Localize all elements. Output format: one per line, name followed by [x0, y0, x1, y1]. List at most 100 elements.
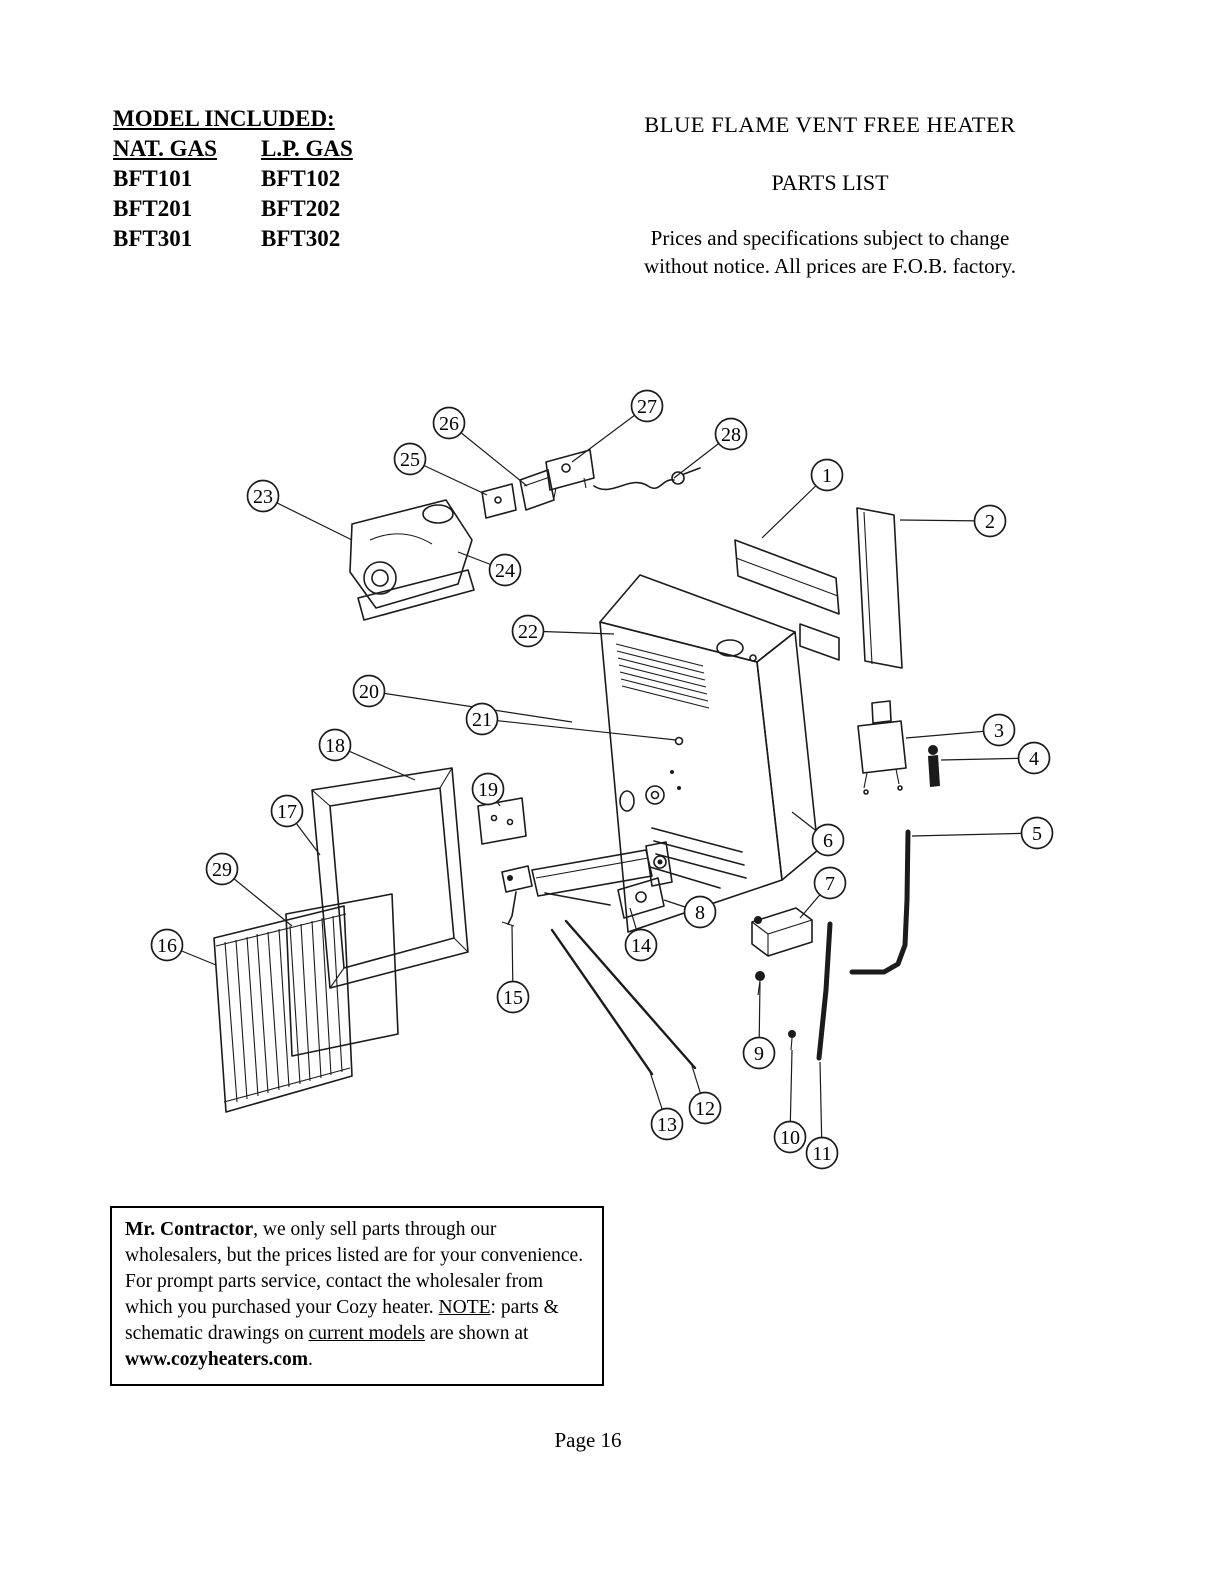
callout-leader-27 — [571, 405, 648, 463]
model-row: BFT301 BFT302 — [113, 224, 353, 254]
part-bracket-mid — [519, 469, 555, 511]
svg-text:26: 26 — [439, 413, 459, 435]
svg-text:12: 12 — [695, 1098, 715, 1120]
callout-leader-12 — [691, 1065, 706, 1109]
callout-18: 18 — [318, 728, 352, 762]
model-nat: BFT201 — [113, 196, 193, 221]
callout-leader-6 — [791, 811, 829, 841]
svg-text:5: 5 — [1032, 823, 1042, 845]
svg-text:17: 17 — [277, 801, 297, 823]
contractor-current-models: current models — [308, 1323, 425, 1344]
part-front-grill — [213, 905, 353, 1113]
callout-8: 8 — [683, 895, 717, 929]
part-rear-panel — [734, 539, 840, 661]
part-small-plate — [477, 797, 527, 845]
callout-leader-20 — [368, 690, 573, 723]
callout-21: 21 — [465, 702, 499, 736]
svg-text:16: 16 — [157, 935, 177, 957]
part-rod-short — [550, 928, 654, 1076]
part-valve-bracket — [751, 907, 813, 957]
svg-text:7: 7 — [825, 873, 835, 895]
part-screw — [674, 736, 684, 746]
model-row: BFT201 BFT202 — [113, 194, 353, 224]
contractor-box: Mr. Contractor, we only sell parts throu… — [110, 1206, 604, 1386]
callout-leader-5 — [911, 832, 1038, 837]
contractor-segment: are shown at — [425, 1323, 529, 1344]
callout-28: 28 — [714, 417, 748, 451]
callout-leader-10 — [789, 1049, 793, 1138]
part-igniter-button — [928, 745, 940, 787]
part-pilot — [501, 865, 533, 927]
callout-leader-8 — [663, 899, 701, 913]
callout-6: 6 — [811, 823, 845, 857]
callout-1: 1 — [810, 458, 844, 492]
contractor-website: www.cozyheaters.com — [125, 1349, 309, 1370]
contractor-segment: : parts & schematic drawings on — [125, 1297, 559, 1344]
svg-text:13: 13 — [657, 1114, 677, 1136]
model-nat: BFT101 — [113, 166, 193, 191]
callout-20: 20 — [352, 674, 386, 708]
models-heading: MODEL INCLUDED: — [113, 106, 335, 131]
callout-2: 2 — [973, 504, 1007, 538]
callout-leader-15 — [511, 925, 514, 998]
svg-text:3: 3 — [994, 720, 1004, 742]
callout-layer: 1234567891011121314151617181920212223242… — [150, 389, 1054, 1170]
svg-text:8: 8 — [695, 902, 705, 924]
callout-26: 26 — [432, 406, 466, 440]
contractor-text: Mr. Contractor, we only sell parts throu… — [125, 1217, 589, 1373]
part-mounting-plate — [617, 877, 665, 919]
callout-29: 29 — [205, 852, 239, 886]
svg-text:9: 9 — [754, 1043, 764, 1065]
callout-leader-11 — [819, 1061, 823, 1154]
callout-leader-18 — [334, 744, 416, 781]
callout-5: 5 — [1020, 816, 1054, 850]
part-rod-long — [564, 919, 697, 1070]
svg-text:2: 2 — [985, 511, 995, 533]
svg-text:10: 10 — [780, 1127, 800, 1149]
callout-leader-28 — [673, 433, 732, 479]
doc-subtitle: PARTS LIST — [771, 170, 889, 195]
callout-leader-3 — [905, 729, 1000, 739]
svg-text:6: 6 — [823, 830, 833, 852]
svg-text:15: 15 — [503, 987, 523, 1009]
svg-text:19: 19 — [478, 779, 498, 801]
svg-text:22: 22 — [518, 621, 538, 643]
callout-leader-24 — [457, 551, 506, 571]
model-lp: BFT102 — [261, 166, 341, 191]
callout-leader-25 — [409, 458, 488, 496]
model-row: BFT101 BFT102 — [113, 164, 353, 194]
callout-27: 27 — [630, 389, 664, 423]
svg-text:24: 24 — [495, 560, 515, 582]
svg-text:27: 27 — [637, 396, 657, 418]
models-block: MODEL INCLUDED: NAT. GAS L.P. GAS BFT101… — [113, 104, 353, 254]
callout-24: 24 — [488, 553, 522, 587]
svg-text:18: 18 — [325, 735, 345, 757]
callout-leader-16 — [166, 944, 217, 966]
callout-22: 22 — [511, 614, 545, 648]
part-ignition-cable — [593, 467, 701, 491]
callout-leader-21 — [481, 718, 677, 741]
price-notice: Prices and specifications subject to cha… — [644, 226, 1016, 278]
diagram-artwork — [213, 449, 940, 1113]
callout-7: 7 — [813, 866, 847, 900]
models-col-lp-gas: L.P. GAS — [261, 136, 353, 161]
callout-leader-22 — [527, 630, 615, 635]
callout-4: 4 — [1017, 741, 1051, 775]
callout-25: 25 — [393, 442, 427, 476]
callout-11: 11 — [805, 1136, 839, 1170]
contractor-segment: , we only sell parts through our wholesa… — [125, 1219, 584, 1318]
model-nat: BFT301 — [113, 226, 193, 251]
callout-leader-9 — [758, 981, 761, 1054]
callout-10: 10 — [773, 1120, 807, 1154]
callout-14: 14 — [624, 928, 658, 962]
svg-text:29: 29 — [212, 859, 232, 881]
callout-leader-13 — [649, 1071, 668, 1125]
contractor-note-label: NOTE — [438, 1297, 491, 1318]
svg-text:20: 20 — [359, 681, 379, 703]
callout-17: 17 — [270, 794, 304, 828]
part-panel-sheet — [285, 893, 399, 1057]
svg-text:28: 28 — [721, 424, 741, 446]
callout-19: 19 — [471, 772, 505, 806]
part-vertical-tube — [816, 921, 833, 1061]
